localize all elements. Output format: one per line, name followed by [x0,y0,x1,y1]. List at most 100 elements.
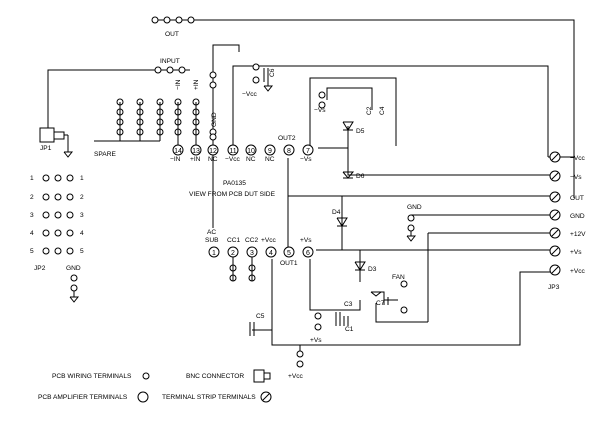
d3-label: D3 [368,266,377,273]
input-terminal-2[interactable] [166,66,174,74]
minus-vs-pin7-label: −Vs [300,156,312,163]
pin-9-num: 9 [268,148,272,155]
out-terminal-1[interactable] [151,16,159,24]
c6-label: C6 [269,68,276,77]
plus-vcc-pin4: +Vcc [261,237,277,244]
pin-6-num: 6 [306,250,310,257]
pin-13-label: +IN [190,156,201,163]
strip-neg-vs-label: −Vs [570,174,582,181]
jp2-row-5-left: 5 [30,248,34,255]
cc1-label: CC1 [227,237,241,244]
pin-8-num: 8 [287,148,291,155]
out-terminal-2[interactable] [163,16,171,24]
strip-plus-vs-label: +Vs [570,249,582,256]
d5-label: D5 [356,128,365,135]
gnd-vertical: GND [211,112,218,127]
out-terminal-3[interactable] [175,16,183,24]
pin-1[interactable] [208,246,220,258]
pin-11-label: −Vcc [225,156,241,163]
input-label: INPUT [160,58,180,65]
gnd-label: GND [66,265,81,272]
top-components: −Vcc C6 −Vs C2 C4 D5 D6 OUT2 −Vs [242,63,386,180]
part-title: PA0135 [223,180,246,187]
jp1-label: JP1 [40,145,52,152]
strip-plus-vcc-label: +Vcc [570,268,586,275]
jp2-label: JP2 [34,265,46,272]
legend-pcb-wiring: PCB WIRING TERMINALS [52,373,132,380]
ac-sub-2: SUB [205,237,219,244]
jp1-connector[interactable] [39,127,55,143]
pin-2-num: 2 [231,250,235,257]
input-terminal-3[interactable] [178,66,186,74]
jp2-row-3-left: 3 [30,212,34,219]
plus-vcc-bottom: +Vcc [288,373,304,380]
spare-chains: SPARE [94,71,217,158]
out-chain: OUT [151,16,195,38]
lower-components: D3 FAN C7 C3 C1 +Vs C5 +Vcc [249,261,408,380]
jp2-row-2-left: 2 [30,194,34,201]
pin-3-num: 3 [250,250,254,257]
view-note: VIEW FROM PCB DUT SIDE [189,191,276,198]
pin-12-num: 12 [209,148,217,155]
strip-gnd-label: GND [570,213,585,220]
out1-label: OUT1 [280,260,298,267]
out-top-label: OUT [165,31,179,38]
plus-vs-pin6: +Vs [300,237,312,244]
pin-9[interactable] [264,144,276,156]
pin-4-num: 4 [269,250,273,257]
pin-14-label: −IN [170,156,181,163]
pin-10[interactable] [245,144,257,156]
pin-12-label: NC [208,156,218,163]
pin-7[interactable] [302,144,314,156]
strip-plus-12v-label: +12V [570,231,586,238]
input-terminal-1[interactable] [154,66,162,74]
cc2-label: CC2 [245,237,259,244]
c4-label: C4 [379,106,386,115]
legend: PCB WIRING TERMINALS PCB AMPLIFIER TERMI… [38,369,272,403]
c3-label: C3 [344,301,353,308]
pin-10-num: 10 [247,148,255,155]
wires [47,19,575,346]
pin-12[interactable] [207,144,219,156]
pin-7-num: 7 [306,148,310,155]
c1-label: C1 [345,326,354,333]
pin-13-num: 13 [192,148,200,155]
strip-neg-vcc-label: −Vcc [570,155,586,162]
pin-5[interactable] [283,246,295,258]
jp2-row-1-left: 1 [30,175,34,182]
d4-label: D4 [332,209,341,216]
out2-label: OUT2 [278,135,296,142]
neg-vcc-label: −Vcc [242,91,258,98]
c5-label: C5 [256,313,265,320]
out-terminal-4[interactable] [187,16,195,24]
pin-6[interactable] [302,246,314,258]
d6-label: D6 [356,173,365,180]
jp2-row-5-right: 5 [80,248,84,255]
bottom-pin-labels: AC SUB CC1 CC2 +Vcc +Vs OUT1 [205,229,312,282]
jp2-row-2-right: 2 [80,194,84,201]
jp3-label: JP3 [548,284,560,291]
c7-label: C7 [376,300,385,307]
center-labels: PA0135 VIEW FROM PCB DUT SIDE D4 GND [189,180,422,242]
jp2: 1 1 2 2 3 3 4 4 5 5 JP2 GND [30,174,84,303]
c2-label: C2 [366,106,373,115]
legend-strip: TERMINAL STRIP TERMINALS [162,394,256,401]
fan-label: FAN [392,274,405,281]
pin-1-num: 1 [212,250,216,257]
pin-5-num: 5 [287,250,291,257]
jp2-row-3-right: 3 [80,212,84,219]
ac-sub-1: AC [207,229,216,236]
spare-label: SPARE [94,151,116,158]
pin-14-num: 14 [174,148,182,155]
pin-11[interactable] [227,144,239,156]
pin-9-label: NC [265,156,275,163]
jp2-row-4-left: 4 [30,230,34,237]
vertical-labels: −IN +IN GND [175,79,218,127]
pins: 14 −IN 13 +IN 12 NC 11 −Vcc 10 NC 9 NC 8… [170,144,314,258]
pin-4[interactable] [265,246,277,258]
pin-10-label: NC [246,156,256,163]
plus-vs-c3-label: +Vs [310,337,322,344]
pin-8[interactable] [283,144,295,156]
